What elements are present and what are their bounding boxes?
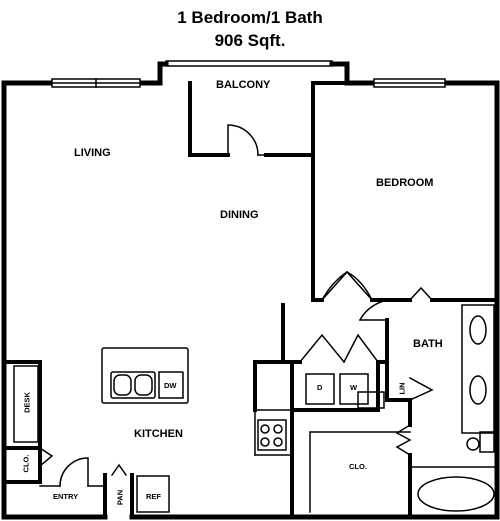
room-bath: BATH [413, 338, 443, 350]
kitchen-island [101, 347, 189, 404]
label-dryer: D [317, 383, 323, 392]
laundry [305, 373, 385, 409]
bath-fixtures [409, 304, 498, 512]
label-desk: DESK [22, 392, 32, 413]
door-laundry [298, 333, 380, 364]
door-balcony [227, 124, 267, 156]
window-living [51, 78, 141, 88]
room-living: LIVING [74, 147, 111, 159]
window-bedroom [373, 78, 446, 88]
room-bedroom: BEDROOM [376, 177, 434, 189]
door-bedroom [320, 270, 374, 302]
room-kitchen: KITCHEN [134, 428, 183, 440]
room-closet: CLO. [349, 462, 367, 471]
label-dishwasher: DW [164, 381, 177, 390]
outer-walls [1, 61, 500, 520]
room-dining: DINING [220, 209, 259, 221]
kitchen-counter [254, 409, 293, 456]
plan-title: 1 Bedroom/1 Bath [177, 8, 323, 27]
label-linen: LIN [397, 382, 407, 395]
label-washer: W [350, 383, 358, 392]
door-entry [39, 457, 106, 487]
door-linen [408, 376, 434, 401]
plan-area: 906 Sqft. [214, 31, 286, 50]
label-refrigerator: REF [146, 492, 161, 501]
door-closet [395, 423, 412, 457]
door-closet-entry [38, 446, 54, 468]
label-pantry: PAN [115, 489, 125, 506]
desk [13, 365, 39, 443]
window-balcony [165, 60, 333, 67]
door-pantry [110, 463, 128, 477]
label-closet-entry: CLO. [21, 454, 31, 473]
closet-shelf [309, 431, 411, 513]
refrigerator [136, 475, 170, 513]
label-entry: ENTRY [53, 492, 79, 501]
door-bath [358, 286, 434, 322]
room-balcony: BALCONY [216, 79, 271, 91]
